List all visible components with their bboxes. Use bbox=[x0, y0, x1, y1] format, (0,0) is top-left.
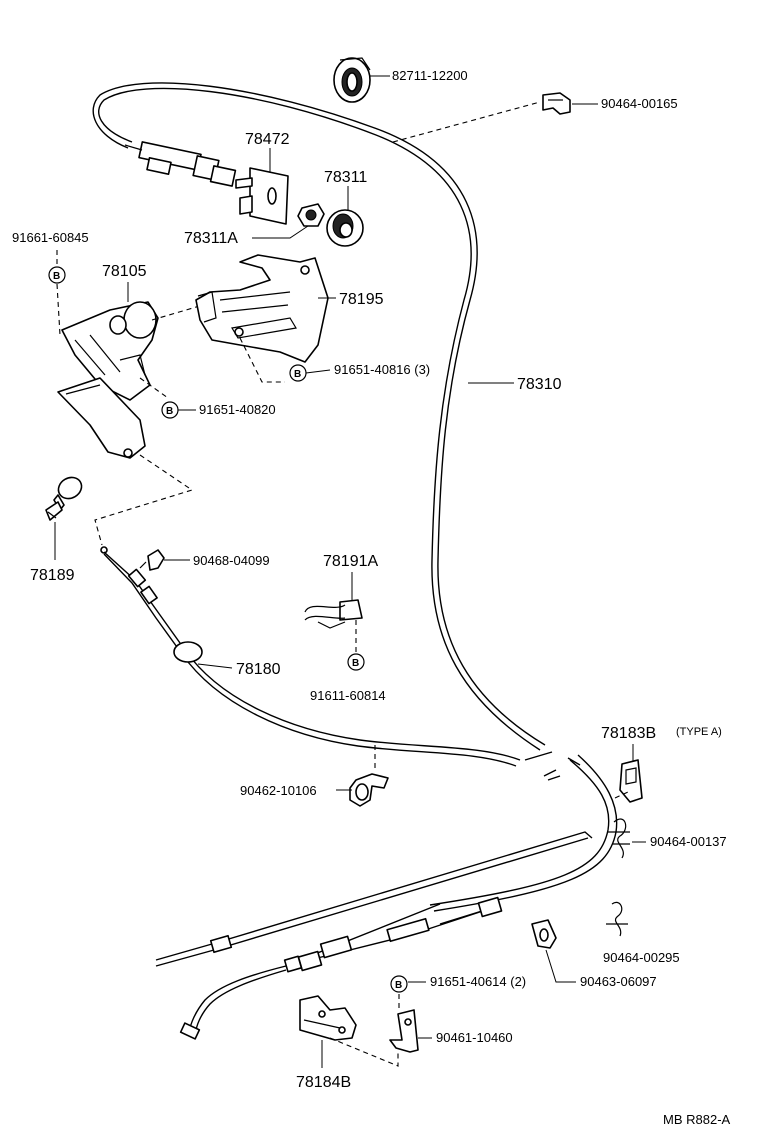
label-90464-00165: 90464-00165 bbox=[601, 96, 678, 111]
svg-text:B: B bbox=[166, 406, 173, 417]
pedal-bracket-78105 bbox=[61, 301, 159, 401]
label-82711-12200: 82711-12200 bbox=[392, 68, 468, 83]
label-90463-06097: 90463-06097 bbox=[580, 974, 657, 989]
clamp-90462-10106 bbox=[349, 773, 389, 807]
label-78472: 78472 bbox=[245, 131, 290, 148]
nut-78311A bbox=[297, 203, 325, 227]
pedal-pad bbox=[57, 377, 146, 459]
label-91651-40816: 91651-40816 (3) bbox=[334, 362, 430, 377]
bracket-78183B bbox=[619, 759, 643, 803]
cable-end-upper bbox=[124, 141, 237, 187]
label-78310: 78310 bbox=[517, 376, 562, 393]
label-78311A: 78311A bbox=[184, 230, 238, 247]
clip-90464-00295 bbox=[606, 901, 628, 937]
stopper-78189 bbox=[45, 476, 83, 521]
label-91661-60845: 91661-60845 bbox=[12, 230, 89, 245]
label-90468-04099: 90468-04099 bbox=[193, 553, 270, 568]
label-90461-10460: 90461-10460 bbox=[436, 1030, 513, 1045]
bracket-78184B bbox=[299, 995, 357, 1041]
label-90464-00137: 90464-00137 bbox=[650, 834, 727, 849]
label-type-a: (TYPE A) bbox=[676, 726, 722, 738]
bolt-symbol-91651-40816: B bbox=[289, 364, 307, 382]
bolt-symbol-91651-40614: B bbox=[390, 975, 408, 993]
svg-text:B: B bbox=[53, 271, 60, 282]
clip-78191A bbox=[304, 599, 363, 629]
svg-text:B: B bbox=[395, 980, 402, 991]
label-91651-40820: 91651-40820 bbox=[199, 402, 276, 417]
label-78311: 78311 bbox=[324, 169, 367, 186]
svg-text:B: B bbox=[352, 658, 359, 669]
label-78183B: 78183B bbox=[601, 725, 656, 742]
label-90464-00295: 90464-00295 bbox=[603, 950, 680, 965]
clip-90468-04099 bbox=[139, 549, 165, 571]
bracket-90461-10460 bbox=[389, 1009, 419, 1053]
label-90462-10106: 90462-10106 bbox=[240, 783, 317, 798]
diagram-reference-code: MB R882-A bbox=[663, 1112, 731, 1127]
clip-90463-06097 bbox=[531, 919, 557, 949]
label-78189: 78189 bbox=[30, 567, 75, 584]
label-91611-60814: 91611-60814 bbox=[310, 688, 386, 703]
label-78184B: 78184B bbox=[296, 1074, 351, 1091]
bolt-symbol-91611-60814: B bbox=[347, 653, 365, 671]
bolt-symbol-91661: B bbox=[48, 266, 66, 284]
bolt-symbol-91651-40820: B bbox=[161, 401, 179, 419]
label-91651-40614: 91651-40614 (2) bbox=[430, 974, 526, 989]
label-78180: 78180 bbox=[236, 661, 281, 678]
label-78105: 78105 bbox=[102, 263, 147, 280]
bracket-78472 bbox=[235, 167, 289, 225]
plate-78195 bbox=[195, 254, 329, 363]
label-78195: 78195 bbox=[339, 291, 384, 308]
grommet-78311 bbox=[326, 209, 364, 247]
cable-78310 bbox=[92, 82, 618, 912]
svg-text:B: B bbox=[294, 369, 301, 380]
clip-90464-00137 bbox=[608, 818, 630, 859]
cable-78180 bbox=[100, 546, 553, 767]
clip-90464-00165 bbox=[542, 92, 571, 115]
cable-lower bbox=[155, 831, 593, 1040]
clip-82711-12200 bbox=[333, 57, 371, 103]
label-78191A: 78191A bbox=[323, 553, 378, 570]
